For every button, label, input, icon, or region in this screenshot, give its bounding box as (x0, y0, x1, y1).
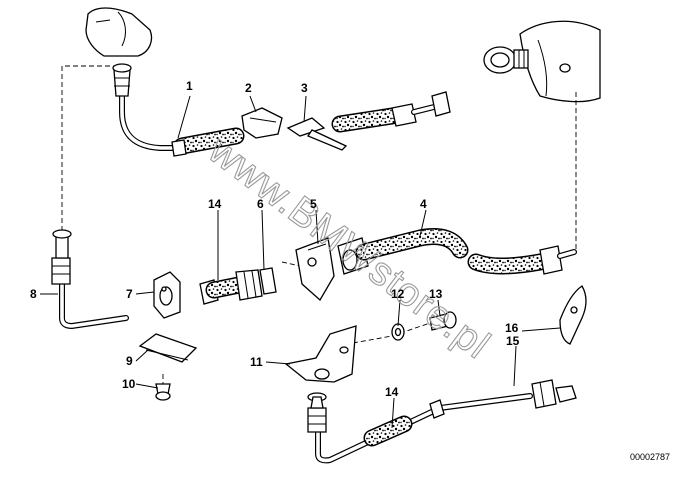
callout-14-upper: 14 (208, 197, 222, 211)
callout-4: 4 (420, 197, 427, 211)
callout-numbers: 1 2 3 4 5 6 7 8 9 10 11 12 13 14 14 15 1… (30, 79, 520, 399)
leader-lines (40, 95, 561, 429)
callout-14-lower: 14 (385, 385, 399, 399)
middle-hose-assembly (199, 228, 577, 305)
callout-8: 8 (30, 287, 37, 301)
callout-12: 12 (391, 287, 405, 301)
callout-3: 3 (301, 81, 308, 95)
bracket-and-fasteners (284, 285, 587, 383)
callout-2: 2 (245, 81, 252, 95)
lower-brake-line-assembly (307, 379, 577, 464)
callout-6: 6 (257, 197, 264, 211)
callout-9: 9 (126, 354, 133, 368)
diagram-number: 00002787 (630, 452, 670, 462)
left-brake-line (51, 229, 129, 330)
callout-13: 13 (429, 287, 443, 301)
master-cylinder-housing (85, 7, 153, 57)
callout-5: 5 (310, 197, 317, 211)
slave-cylinder-housing (483, 20, 601, 103)
callout-7: 7 (126, 287, 133, 301)
clip-and-bracket (138, 271, 198, 401)
callout-1: 1 (186, 79, 193, 93)
callout-15: 15 (506, 334, 520, 348)
callout-16: 16 (505, 321, 519, 335)
callout-11: 11 (250, 355, 263, 369)
callout-10: 10 (122, 377, 136, 391)
upper-brake-line-assembly (112, 63, 451, 157)
